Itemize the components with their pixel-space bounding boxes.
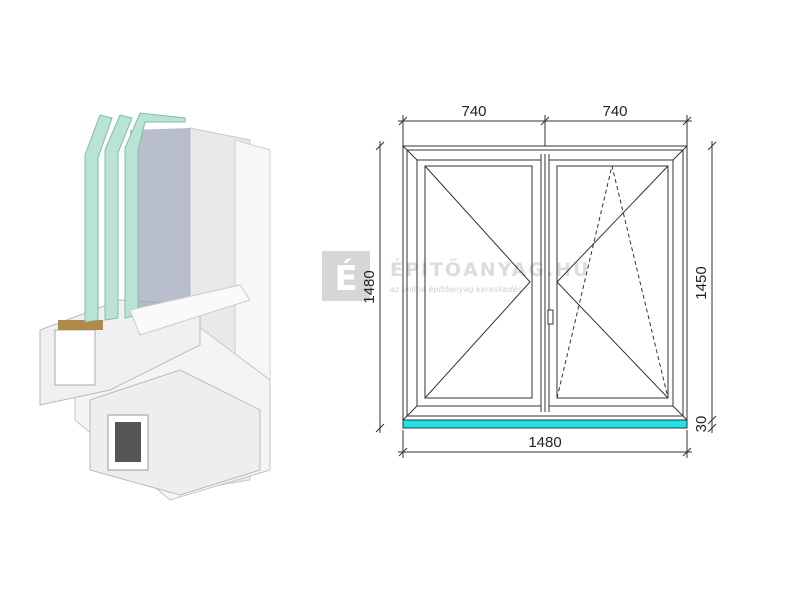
- dim-frame-height: 1450: [693, 266, 710, 299]
- window-profile-cross-section: [39, 112, 271, 501]
- watermark-tagline: az online építőanyag kereskedés: [390, 284, 522, 294]
- watermark-logo: É: [334, 258, 357, 299]
- window-drawing: [375, 115, 717, 458]
- dim-right-sash-width: 740: [602, 103, 627, 120]
- dim-total-height: 1480: [361, 270, 378, 303]
- dim-sill-height: 30: [693, 416, 710, 433]
- window-handle-icon: [547, 309, 554, 325]
- left-opening-symbol: [424, 165, 531, 399]
- dim-left-sash-width: 740: [461, 103, 486, 120]
- right-sash: [548, 159, 674, 407]
- left-sash: [416, 159, 542, 407]
- dim-total-width: 1480: [528, 434, 561, 451]
- sill: [402, 419, 688, 429]
- watermark-brand: ÉPÍTŐANYAG.HU: [390, 257, 590, 281]
- tilt-symbol: [556, 165, 669, 399]
- watermark: É ÉPÍTŐANYAG.HU az online építőanyag ker…: [322, 251, 590, 301]
- watermark-logo-box: [322, 251, 370, 301]
- right-opening-symbol: [556, 165, 669, 399]
